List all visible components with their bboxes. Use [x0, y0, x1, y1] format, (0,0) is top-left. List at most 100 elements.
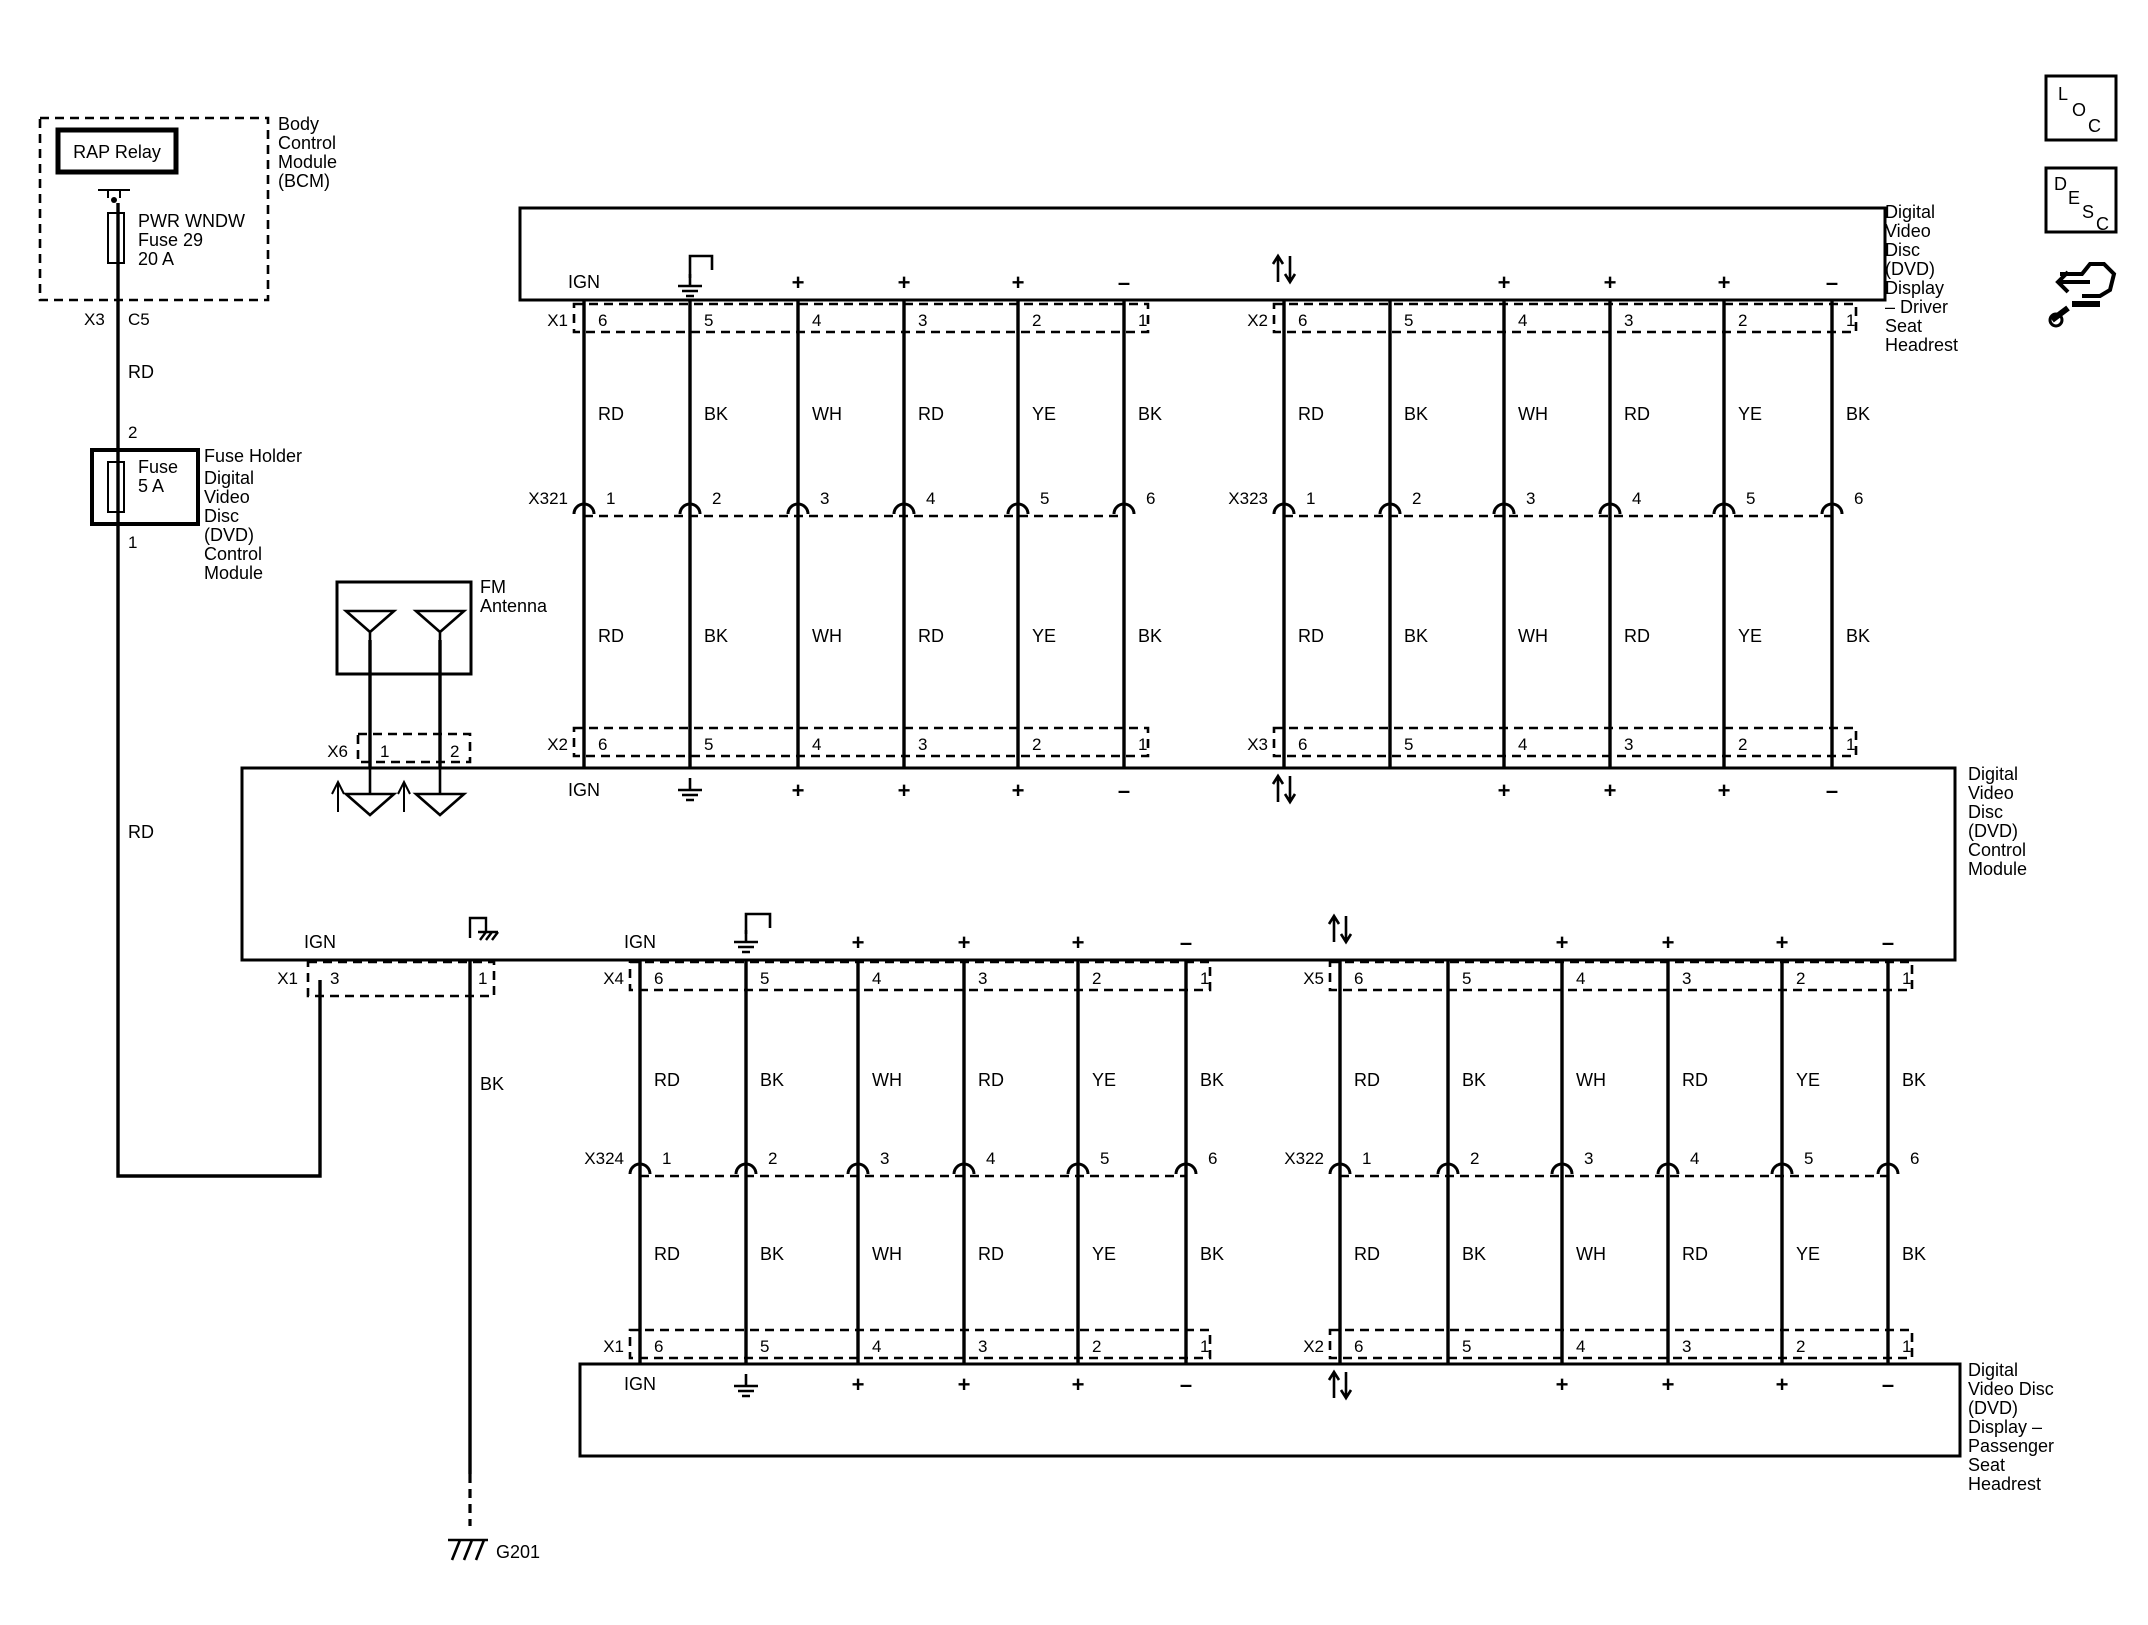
fuse5a-label-2: 5 A — [138, 476, 164, 496]
upper-2-inline-pin-5: 5 — [1746, 489, 1755, 508]
fm-antenna-label-1: FM — [480, 577, 506, 597]
upper-1-top-pin-1: 6 — [598, 311, 607, 330]
upper-2-inline-pin-6: 6 — [1854, 489, 1863, 508]
lower-1-wire-color-b-2: BK — [760, 1244, 784, 1264]
upper-2-wire-color-a-4: RD — [1624, 404, 1650, 424]
lower-2-top-sym-6: – — [1882, 930, 1894, 955]
lower-2-inline-pin-2: 2 — [1470, 1149, 1479, 1168]
control-module-box — [240, 766, 1957, 962]
fh-module-4: (DVD) — [204, 525, 254, 545]
rap-relay-box — [55, 127, 179, 175]
pass-label-4: Display – — [1968, 1417, 2042, 1437]
lower-1-top-pin-2: 5 — [760, 969, 769, 988]
cm-x1-conn: X1 — [277, 969, 298, 988]
lower-1-bottom-sym-3: + — [852, 1372, 865, 1397]
lower-1-top-sym-4: + — [958, 930, 971, 955]
upper-1-top-sym-1: IGN — [568, 272, 600, 292]
upper-1-inline-pin-5: 5 — [1040, 489, 1049, 508]
lower-1-wire-color-a-6: BK — [1200, 1070, 1224, 1090]
upper-2-wire-color-b-1: RD — [1298, 626, 1324, 646]
upper-1-inline-pin-icon-4 — [892, 502, 916, 515]
upper-2-bottom-pin-5: 2 — [1738, 735, 1747, 754]
antenna-wires — [368, 640, 442, 768]
lower-1-inline-conn-label: X324 — [584, 1149, 624, 1168]
upper-1-bottom-connector — [572, 726, 1150, 758]
upper-1-inline-pin-icon-2 — [678, 502, 702, 515]
upper-2-bottom-conn-label: X3 — [1247, 735, 1268, 754]
cm-label-4: (DVD) — [1968, 821, 2018, 841]
upper-1-wire-color-b-4: RD — [918, 626, 944, 646]
lower-1-bottom-ground-icon — [734, 1374, 758, 1398]
lower-1-wire-color-a-2: BK — [760, 1070, 784, 1090]
fh-module-3: Disc — [204, 506, 239, 526]
lower-2-inline-pin-3: 3 — [1584, 1149, 1593, 1168]
upper-1-top-pin-6: 1 — [1138, 311, 1147, 330]
upper-1-bottom-sym-5: + — [1012, 778, 1025, 803]
upper-1-bottom-sym-3: + — [792, 778, 805, 803]
upper-1-top-connector — [572, 302, 1150, 334]
cm-x1-pin-1: 1 — [478, 969, 487, 988]
upper-1-inline-pin-icon-5 — [1006, 502, 1030, 515]
lower-1-bottom-pin-6: 1 — [1200, 1337, 1209, 1356]
lower-1-wire-color-a-5: YE — [1092, 1070, 1116, 1090]
upper-1-top-sym-5: + — [1012, 270, 1025, 295]
driver-label-4: (DVD) — [1885, 259, 1935, 279]
desc-icon[interactable] — [2044, 166, 2118, 234]
lower-2-top-sym-5: + — [1776, 930, 1789, 955]
upper-1-wire-color-b-2: BK — [704, 626, 728, 646]
upper-1-inline-pin-icon-1 — [572, 502, 596, 515]
lower-1-wire-color-a-3: WH — [872, 1070, 902, 1090]
lower-2-top-pin-3: 4 — [1576, 969, 1585, 988]
driver-label-7: Seat — [1885, 316, 1922, 336]
fm-antenna-box — [335, 580, 473, 676]
loc-letter-1: L — [2058, 84, 2068, 104]
upper-2-top-bidir-icon — [1271, 253, 1297, 285]
fuse-holder-box — [90, 448, 200, 526]
upper-1-top-pin-5: 2 — [1032, 311, 1041, 330]
lower-2-top-pin-4: 3 — [1682, 969, 1691, 988]
upper-2-inline-pin-icon-3 — [1492, 502, 1516, 515]
loc-icon[interactable] — [2044, 74, 2118, 142]
cm-x1-ign: IGN — [304, 932, 336, 952]
upper-2-wire-color-b-5: YE — [1738, 626, 1762, 646]
lower-1-top-pin-1: 6 — [654, 969, 663, 988]
upper-1-top-pin-2: 5 — [704, 311, 713, 330]
fuse5a-label-1: Fuse — [138, 457, 178, 477]
lower-1-wire-color-b-4: RD — [978, 1244, 1004, 1264]
lower-1-top-sym-5: + — [1072, 930, 1085, 955]
lower-1-inline-pin-icon-6 — [1174, 1162, 1198, 1175]
upper-1-top-pin-4: 3 — [918, 311, 927, 330]
lower-2-inline-pin-5: 5 — [1804, 1149, 1813, 1168]
upper-2-top-pin-5: 2 — [1738, 311, 1747, 330]
lower-2-bottom-pin-6: 1 — [1902, 1337, 1911, 1356]
passenger-display-label: Digital Video Disc (DVD) Display – Passe… — [1968, 1360, 2054, 1494]
lower-1-inline-pin-1: 1 — [662, 1149, 671, 1168]
antenna-right-icon — [412, 609, 468, 640]
pass-label-3: (DVD) — [1968, 1398, 2018, 1418]
lower-2-wire-color-b-1: RD — [1354, 1244, 1380, 1264]
upper-2-bottom-connector — [1272, 726, 1858, 758]
upper-2-wire-color-b-3: WH — [1518, 626, 1548, 646]
lower-2-top-bidir-icon — [1327, 913, 1353, 945]
fm-antenna-label-2: Antenna — [480, 596, 548, 616]
lower-2-inline-pin-icon-1 — [1328, 1162, 1352, 1175]
driver-display-label: Digital Video Disc (DVD) Display – Drive… — [1885, 202, 1958, 355]
driver-label-2: Video — [1885, 221, 1931, 241]
driver-label-6: – Driver — [1885, 297, 1948, 317]
repair-icon[interactable] — [2048, 262, 2117, 328]
lower-2-top-conn-label: X5 — [1303, 969, 1324, 988]
lower-2-wire-color-a-1: RD — [1354, 1070, 1380, 1090]
upper-2-top-pin-4: 3 — [1624, 311, 1633, 330]
lower-2-top-pin-1: 6 — [1354, 969, 1363, 988]
upper-2-wire-color-a-3: WH — [1518, 404, 1548, 424]
cm-label-5: Control — [1968, 840, 2026, 860]
upper-2-wire-color-b-2: BK — [1404, 626, 1428, 646]
pass-label-1: Digital — [1968, 1360, 2018, 1380]
desc-letter-3: S — [2082, 202, 2094, 222]
bcm-label-1: Body — [278, 114, 319, 134]
lower-2-wire-color-a-5: YE — [1796, 1070, 1820, 1090]
lower-1-inline-pin-icon-1 — [628, 1162, 652, 1175]
lower-2-inline-pin-4: 4 — [1690, 1149, 1699, 1168]
power-feed-wire — [116, 203, 322, 1178]
upper-1-bottom-pin-1: 6 — [598, 735, 607, 754]
